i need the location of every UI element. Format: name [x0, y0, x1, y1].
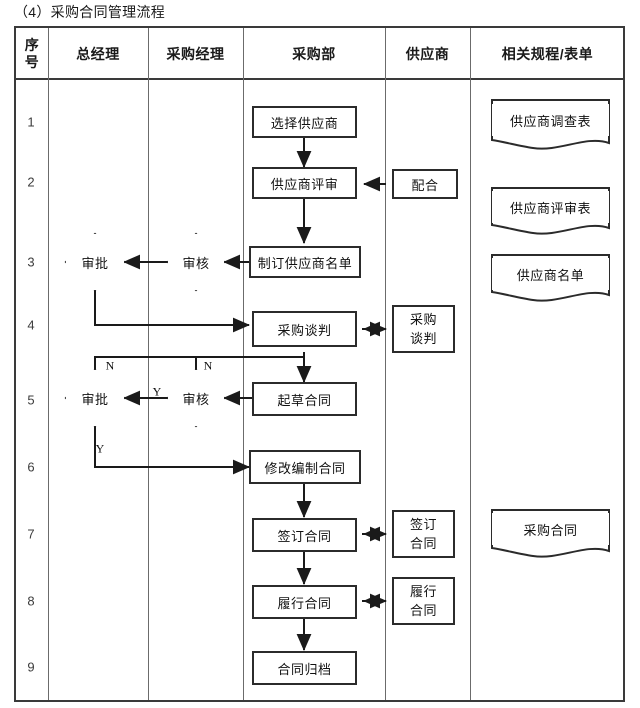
node-perform-contract[interactable]: 履行合同 — [252, 585, 357, 619]
node-supplier-sign-contract[interactable]: 签订 合同 — [392, 510, 455, 558]
branch-label-approve-row5-no: N — [105, 358, 115, 373]
node-supplier-negotiation-line1: 采购 — [409, 312, 437, 327]
branch-label-check-row5-no: N — [203, 358, 213, 373]
row-number-1: 1 — [27, 114, 35, 130]
node-approve-row5[interactable]: 审批 — [66, 370, 124, 426]
node-supplier-perform-line1: 履行 — [409, 584, 437, 599]
document-supplier-review-form[interactable]: 供应商评审表 — [492, 191, 609, 223]
document-supplier-survey[interactable]: 供应商调查表 — [492, 104, 609, 136]
node-draft-contract[interactable]: 起草合同 — [252, 382, 357, 416]
column-header-seq-line2: 号 — [24, 54, 40, 70]
branch-label-approve-row5-yes: Y — [95, 441, 105, 456]
column-header-seq-line1: 序 — [24, 37, 40, 53]
node-revise-contract[interactable]: 修改编制合同 — [249, 450, 361, 484]
column-header-general-manager: 总经理 — [76, 46, 120, 62]
document-supplier-list[interactable]: 供应商名单 — [492, 258, 609, 290]
row-number-7: 7 — [27, 526, 35, 542]
node-supplier-negotiation[interactable]: 采购 谈判 — [392, 305, 455, 353]
node-check-row3[interactable]: 审核 — [168, 234, 224, 290]
column-header-supplier: 供应商 — [405, 46, 450, 62]
node-supplier-negotiation-line2: 谈判 — [409, 331, 437, 346]
row-number-6: 6 — [27, 459, 35, 475]
node-sign-contract[interactable]: 签订合同 — [252, 518, 357, 552]
row-number-2: 2 — [27, 174, 35, 190]
node-make-supplier-list[interactable]: 制订供应商名单 — [249, 246, 361, 278]
grid-line-gm — [148, 28, 149, 700]
branch-label-check-row5-yes: Y — [152, 384, 162, 399]
grid-line-supplier — [470, 28, 471, 700]
row-number-9: 9 — [27, 659, 35, 675]
node-supplier-review[interactable]: 供应商评审 — [252, 167, 357, 199]
node-check-row5[interactable]: 审核 — [168, 370, 224, 426]
column-header-purchase-dept: 采购部 — [292, 46, 336, 62]
header-divider — [16, 78, 623, 80]
node-supplier-cooperate[interactable]: 配合 — [392, 169, 458, 199]
node-select-supplier[interactable]: 选择供应商 — [252, 106, 357, 138]
document-purchase-contract[interactable]: 采购合同 — [492, 513, 609, 545]
node-supplier-sign-line1: 签订 — [409, 517, 437, 532]
grid-line-pm — [243, 28, 244, 700]
node-supplier-perform-line2: 合同 — [409, 603, 437, 618]
row-number-8: 8 — [27, 593, 35, 609]
column-header-seq: 序 号 — [16, 28, 48, 80]
row-number-3: 3 — [27, 254, 35, 270]
node-approve-row3[interactable]: 审批 — [66, 234, 124, 290]
row-number-4: 4 — [27, 317, 35, 333]
grid-line-seq — [48, 28, 49, 700]
column-header-related-docs: 相关规程/表单 — [501, 46, 594, 62]
page-title: （4）采购合同管理流程 — [14, 4, 166, 20]
node-supplier-sign-line2: 合同 — [409, 536, 437, 551]
node-supplier-perform-contract[interactable]: 履行 合同 — [392, 577, 455, 625]
grid-line-dept — [385, 28, 386, 700]
column-header-purchase-manager: 采购经理 — [166, 46, 225, 62]
node-purchase-negotiation[interactable]: 采购谈判 — [252, 311, 357, 347]
row-number-5: 5 — [27, 392, 35, 408]
node-archive-contract[interactable]: 合同归档 — [252, 651, 357, 685]
